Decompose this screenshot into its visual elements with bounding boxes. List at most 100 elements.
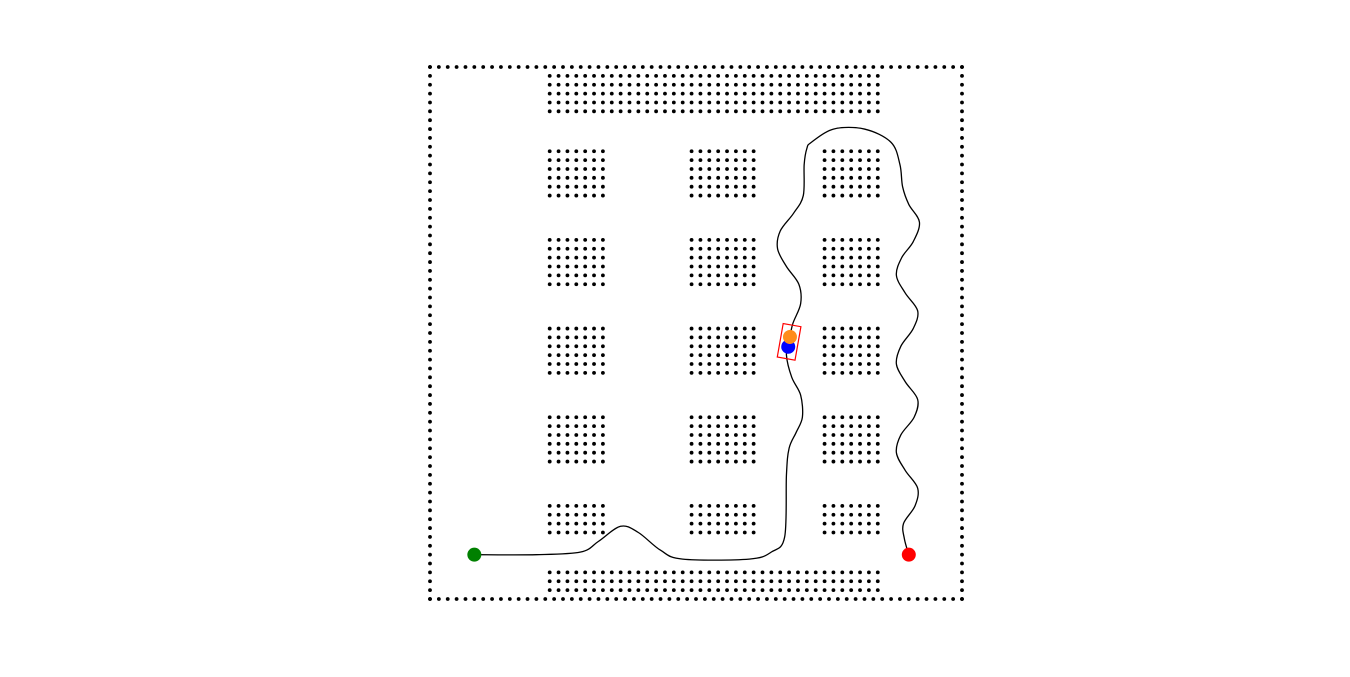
obstacle-point <box>547 344 552 349</box>
obstacle-point <box>592 149 596 154</box>
obstacle-point <box>583 73 588 78</box>
obstacle-group-boundary-left <box>428 65 432 601</box>
obstacle-point <box>751 459 756 464</box>
obstacle-point <box>813 588 818 593</box>
obstacle-point <box>875 335 880 340</box>
obstacle-point <box>787 100 791 105</box>
obstacle-point <box>428 499 432 504</box>
obstacle-point <box>760 588 765 593</box>
obstacle-point <box>858 362 862 366</box>
obstacle-point <box>707 326 712 331</box>
obstacle-point <box>725 433 729 437</box>
obstacle-point <box>663 588 667 593</box>
obstacle-point <box>840 167 845 171</box>
obstacle-point <box>547 193 552 198</box>
obstacle-point <box>769 91 774 96</box>
obstacle-point <box>707 282 712 287</box>
obstacle-point <box>663 579 667 584</box>
obstacle-point <box>734 579 738 584</box>
obstacle-point <box>716 109 721 114</box>
obstacle-point <box>583 579 588 584</box>
obstacle-point <box>671 91 676 96</box>
obstacle-point <box>618 100 623 105</box>
obstacle-point <box>556 264 561 269</box>
obstacle-point <box>547 184 552 189</box>
obstacle-point <box>601 362 605 366</box>
obstacle-point <box>574 344 579 349</box>
obstacle-point <box>827 65 831 69</box>
obstacle-point <box>698 246 703 251</box>
obstacle-point <box>773 597 778 601</box>
obstacle-point <box>751 149 756 154</box>
obstacle-point <box>716 362 721 366</box>
obstacle-point <box>742 109 747 114</box>
obstacle-point <box>601 273 605 278</box>
obstacle-point <box>813 100 818 105</box>
obstacle-point <box>742 344 747 349</box>
obstacle-point <box>867 264 871 269</box>
obstacle-point <box>601 353 605 358</box>
obstacle-point <box>636 73 641 78</box>
obstacle-point <box>592 362 596 366</box>
obstacle-point <box>804 588 809 593</box>
obstacle-point <box>742 335 747 340</box>
obstacle-point <box>840 82 845 87</box>
obstacle-point <box>822 326 827 331</box>
obstacle-point <box>867 504 871 508</box>
obstacle-point <box>565 149 570 154</box>
obstacle-point <box>601 255 605 260</box>
obstacle-point <box>556 441 561 446</box>
obstacle-point <box>547 521 552 526</box>
obstacle-point <box>725 246 729 251</box>
obstacle-point <box>592 588 596 593</box>
obstacle-point <box>862 597 867 601</box>
obstacle-point <box>702 65 707 69</box>
obstacle-point <box>707 362 712 366</box>
obstacle-point <box>636 91 641 96</box>
obstacle-point <box>734 326 738 331</box>
obstacle-point <box>751 184 756 189</box>
obstacle-point <box>822 415 827 420</box>
obstacle-point <box>849 588 854 593</box>
obstacle-point <box>725 459 729 464</box>
obstacle-point <box>645 570 650 575</box>
obstacle-point <box>689 238 694 242</box>
obstacle-point <box>716 450 721 455</box>
obstacle-point <box>840 326 845 331</box>
obstacle-point <box>689 273 694 278</box>
obstacle-point <box>742 158 747 163</box>
obstacle-point <box>592 441 596 446</box>
obstacle-point <box>831 273 836 278</box>
obstacle-point <box>760 82 765 87</box>
obstacle-point <box>827 597 831 601</box>
obstacle-point <box>707 91 712 96</box>
obstacle-point <box>583 91 588 96</box>
obstacle-point <box>725 326 729 331</box>
obstacle-point <box>796 579 800 584</box>
obstacle-point <box>831 91 836 96</box>
obstacle-point <box>534 65 539 69</box>
obstacle-point <box>734 588 738 593</box>
obstacle-point <box>796 588 800 593</box>
obstacle-point <box>556 238 561 242</box>
obstacle-point <box>875 184 880 189</box>
obstacle-point <box>428 91 432 96</box>
obstacle-point <box>636 109 641 114</box>
obstacle-point <box>428 162 432 167</box>
obstacle-point <box>556 158 561 163</box>
obstacle-point <box>742 175 747 180</box>
obstacle-point <box>627 109 632 114</box>
obstacle-point <box>751 344 756 349</box>
obstacle-point <box>751 109 756 114</box>
obstacle-point <box>742 73 747 78</box>
obstacle-point <box>742 149 747 154</box>
obstacle-point <box>547 167 552 171</box>
obstacle-point <box>592 100 596 105</box>
obstacle-point <box>871 65 876 69</box>
obstacle-point <box>525 597 530 601</box>
obstacle-point <box>858 91 862 96</box>
obstacle-point <box>804 579 809 584</box>
obstacle-group-rack-2-3 <box>822 238 880 287</box>
obstacle-point <box>796 570 800 575</box>
obstacle-group-rack-3-1 <box>547 326 605 375</box>
